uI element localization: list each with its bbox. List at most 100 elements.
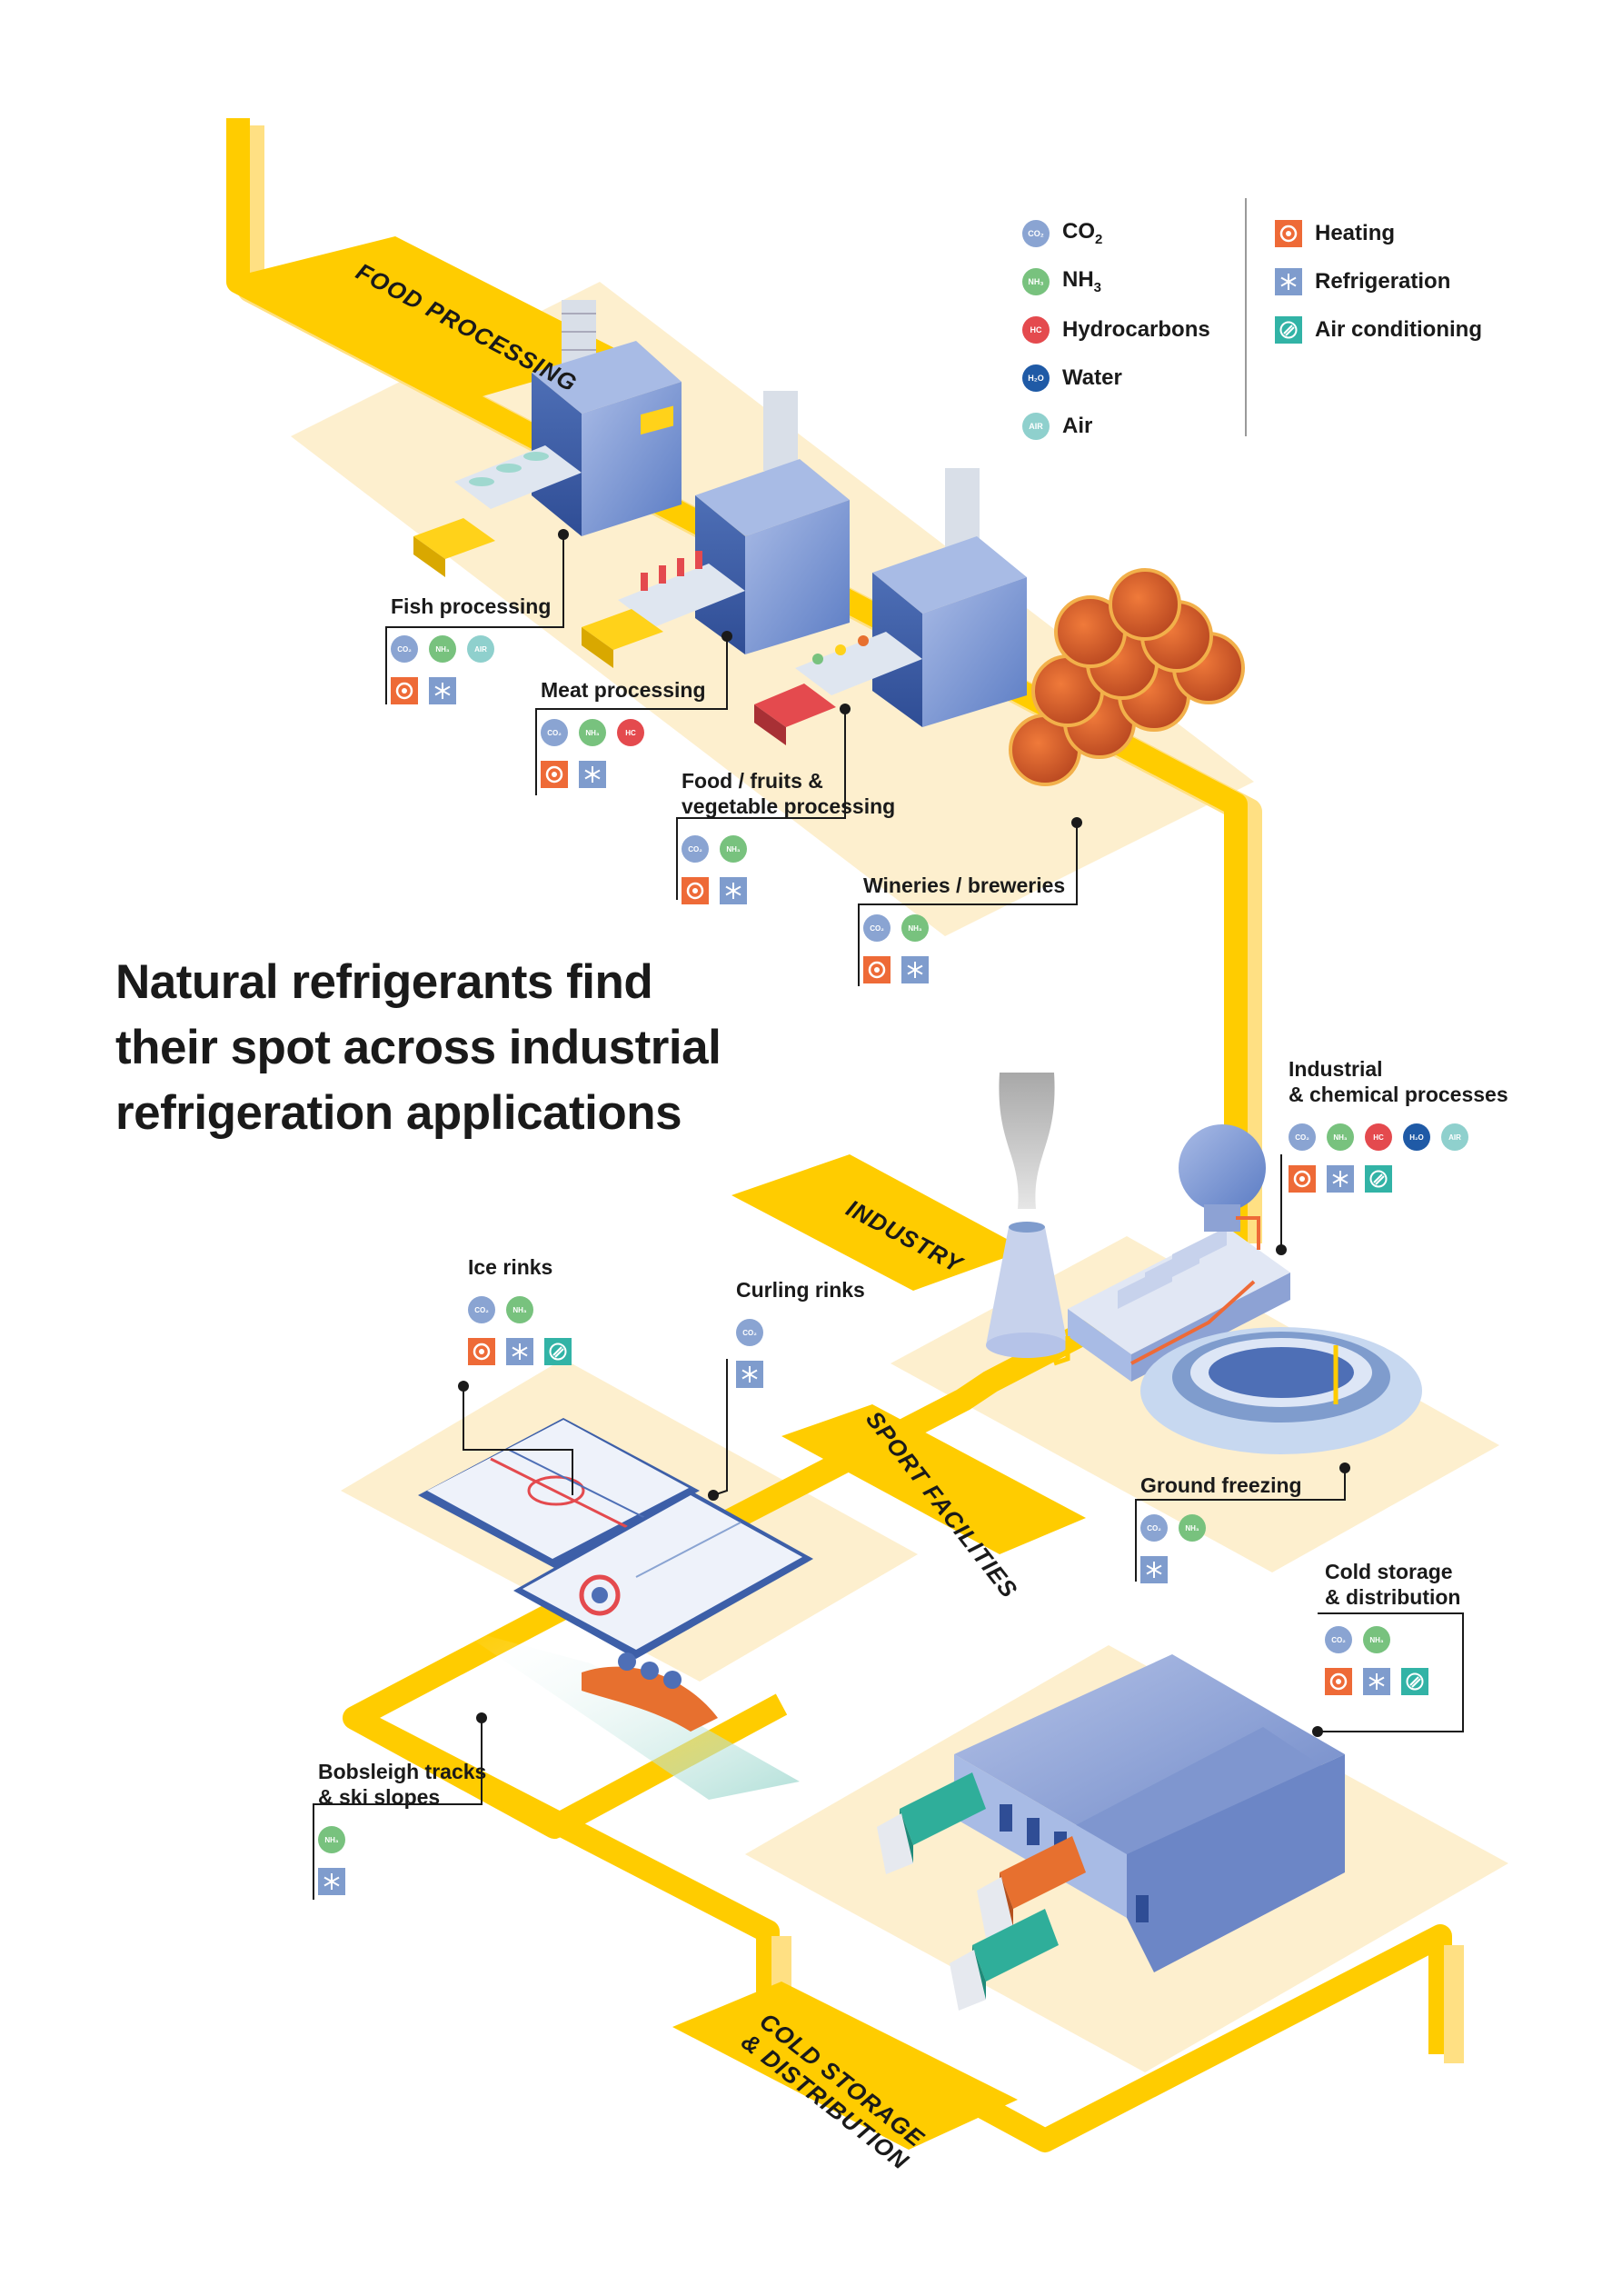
heating-icon <box>1289 1165 1316 1193</box>
co2-chip-icon: CO₂ <box>863 914 891 942</box>
legend-label-nh3: NH3 <box>1062 267 1101 295</box>
meat-machine <box>582 391 850 668</box>
usage-icons <box>736 1361 865 1388</box>
legend-label-co2: CO2 <box>1062 219 1102 247</box>
snowflake-icon <box>579 761 606 788</box>
callout-label: Ground freezing <box>1140 1473 1302 1497</box>
usage-icons <box>541 761 706 788</box>
air-conditioning-icon <box>544 1338 572 1365</box>
callout-label: Food / fruits & <box>682 769 823 793</box>
snowflake-icon <box>1327 1165 1354 1193</box>
callout-label: Wineries / breweries <box>863 873 1066 897</box>
heating-icon <box>541 761 568 788</box>
co2-chip-icon: CO₂ <box>736 1319 763 1346</box>
legend-label-nh3-sub: 3 <box>1093 279 1102 295</box>
legend-item-h2o: H₂O Water <box>1022 354 1210 402</box>
snowflake-icon <box>506 1338 533 1365</box>
callout-label: Fish processing <box>391 594 552 618</box>
h2o-chip-icon: H₂O <box>1403 1123 1430 1151</box>
nh3-chip-icon: NH₃ <box>579 719 606 746</box>
fruit-machine <box>754 468 1027 745</box>
fish-machine <box>413 300 682 577</box>
air-chip-icon: AIR <box>467 635 494 663</box>
usage-icons <box>468 1338 572 1365</box>
heating-icon <box>1275 219 1302 247</box>
truck-1 <box>877 1772 986 1874</box>
co2-chip-icon: CO₂ <box>468 1296 495 1323</box>
legend-item-refrigeration: Refrigeration <box>1275 257 1482 305</box>
legend-label-air: Air <box>1062 413 1093 438</box>
refrigerant-chips: CO₂ NH₃ <box>682 835 895 863</box>
bobsleigh <box>582 1652 718 1732</box>
legend: CO₂ CO2 NH₃ NH3 HC Hydrocarbons H₂O Wate… <box>1022 198 1531 445</box>
title-line-2: their spot across industrial <box>115 1021 721 1074</box>
refrigerant-chips: CO₂ NH₃ HC <box>541 719 706 746</box>
refrigerant-chips: CO₂ NH₃ <box>863 914 1065 942</box>
industry-banner <box>731 1154 1027 1291</box>
co2-chip-icon: CO₂ <box>1325 1626 1352 1653</box>
nh3-chip-icon: NH₃ <box>901 914 929 942</box>
truck-3 <box>950 1909 1059 2011</box>
co2-chip-icon: CO₂ <box>682 835 709 863</box>
food-banner <box>232 236 627 404</box>
legend-refrigerants: CO₂ CO2 NH₃ NH3 HC Hydrocarbons H₂O Wate… <box>1022 209 1210 450</box>
legend-label-heating: Heating <box>1315 220 1396 245</box>
legend-label-nh3-main: NH <box>1062 267 1094 293</box>
air-conditioning-icon <box>1365 1165 1392 1193</box>
co2-chip-icon: CO₂ <box>1289 1123 1316 1151</box>
food-machines <box>413 300 1027 745</box>
heating-icon <box>863 956 891 983</box>
title-line-1: Natural refrigerants find <box>115 955 653 1009</box>
usage-icons <box>1140 1556 1302 1583</box>
legend-label-h2o: Water <box>1062 364 1122 390</box>
leader-dots <box>458 529 1350 1737</box>
usage-icons <box>391 677 551 704</box>
legend-item-hc: HC Hydrocarbons <box>1022 305 1210 354</box>
legend-label-co2-main: CO <box>1062 219 1095 245</box>
snowflake-icon <box>901 956 929 983</box>
nh3-chip-icon: NH₃ <box>318 1826 345 1853</box>
co2-chip-icon: CO₂ <box>541 719 568 746</box>
nh3-chip-icon: NH₃ <box>1179 1514 1206 1542</box>
callout-label: Bobsleigh tracks <box>318 1760 487 1783</box>
ice-rink-drawing <box>418 1418 700 1568</box>
snowflake-icon <box>720 877 747 904</box>
warehouse <box>954 1654 1345 1972</box>
legend-usages: Heating Refrigeration Air conditioning <box>1275 209 1482 354</box>
snowflake-icon <box>1140 1556 1168 1583</box>
nh3-chip-icon: NH₃ <box>720 835 747 863</box>
page-title: Natural refrigerants find their spot acr… <box>115 950 806 1146</box>
curling-rink-drawing <box>513 1491 813 1659</box>
nh3-chip-icon: NH₃ <box>1327 1123 1354 1151</box>
air-conditioning-icon <box>1401 1668 1428 1695</box>
bob-trail <box>454 1627 800 1800</box>
callout-label: Cold storage <box>1325 1560 1453 1583</box>
heating-icon <box>1325 1668 1352 1695</box>
usage-icons <box>1289 1165 1508 1193</box>
legend-item-heating: Heating <box>1275 209 1482 257</box>
industry-sphere <box>1179 1124 1266 1212</box>
refrigerant-chips: CO₂ NH₃ <box>1140 1514 1302 1542</box>
hc-chip-icon: HC <box>617 719 644 746</box>
heating-icon <box>682 877 709 904</box>
co2-chip-icon: CO₂ <box>1140 1514 1168 1542</box>
title-line-3: refrigeration applications <box>115 1086 682 1140</box>
snowflake-icon <box>318 1868 345 1895</box>
usage-icons <box>863 956 1065 983</box>
cold-banner <box>672 1982 1018 2150</box>
callout-label: & chemical processes <box>1289 1083 1508 1106</box>
legend-item-aircon: Air conditioning <box>1275 305 1482 354</box>
snowflake-icon <box>429 677 456 704</box>
refrigerant-chips: CO₂ <box>736 1319 865 1346</box>
nh3-chip-icon: NH₃ <box>429 635 456 663</box>
